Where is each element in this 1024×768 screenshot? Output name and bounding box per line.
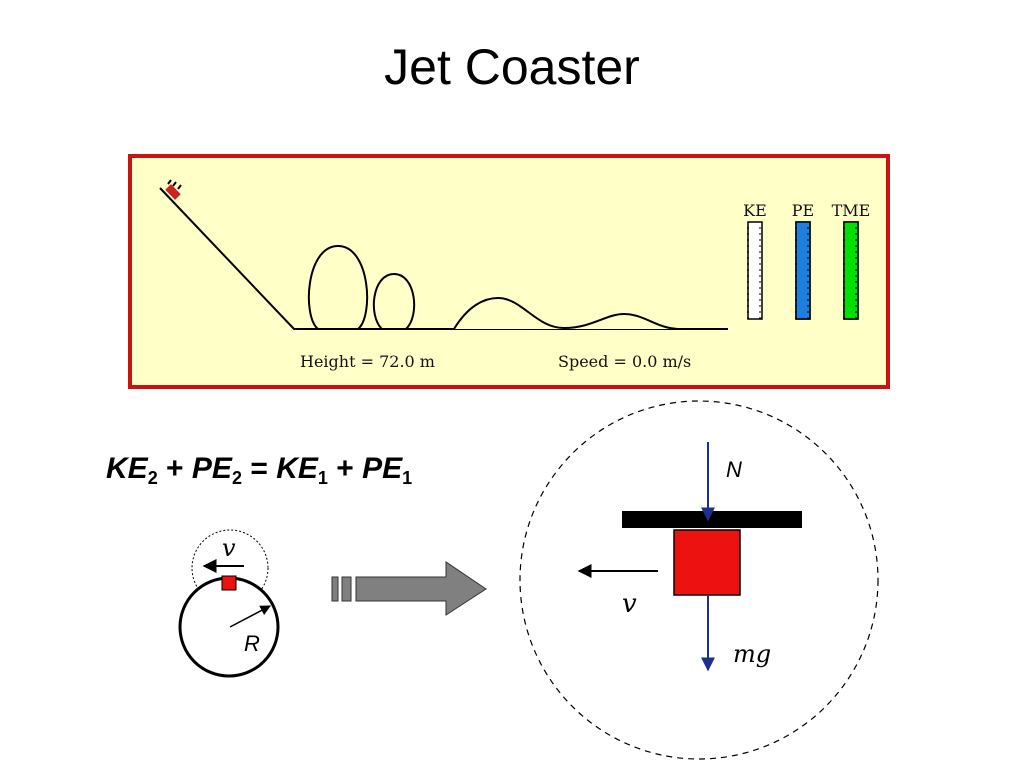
velocity-label: v bbox=[222, 534, 236, 562]
ke-term: KE bbox=[276, 452, 318, 485]
ke-subscript: 1 bbox=[317, 468, 328, 488]
radius-arrow bbox=[229, 605, 271, 628]
force-diagram: N v mg bbox=[519, 400, 879, 760]
track-loop-large bbox=[307, 244, 369, 330]
simulation-panel: Height = 72.0 m Speed = 0.0 m/s KE PE TME bbox=[128, 154, 890, 389]
energy-bars: KE PE TME bbox=[743, 201, 871, 320]
simulation-canvas: Height = 72.0 m Speed = 0.0 m/s KE PE TME bbox=[159, 179, 871, 371]
coaster-block bbox=[673, 529, 741, 596]
pe-subscript: 2 bbox=[231, 468, 242, 488]
coaster-car bbox=[165, 179, 182, 200]
pe-term: PE bbox=[191, 452, 232, 485]
plus-sign: + bbox=[336, 452, 354, 485]
track-hills bbox=[453, 296, 679, 330]
normal-force-label: N bbox=[726, 457, 742, 482]
equals-sign: = bbox=[250, 452, 268, 485]
velocity-label-large: v bbox=[622, 589, 637, 619]
ke-subscript: 2 bbox=[147, 468, 158, 488]
pe-term: PE bbox=[362, 452, 403, 485]
speed-readout: Speed = 0.0 m/s bbox=[558, 352, 691, 371]
energy-equation: KE2 + PE2 = KE1 + PE1 bbox=[106, 452, 412, 489]
plus-sign: + bbox=[166, 452, 184, 485]
weight-label: mg bbox=[733, 640, 771, 668]
zoom-arrow bbox=[331, 561, 487, 616]
loop-circle bbox=[178, 576, 280, 678]
bar-label-pe: PE bbox=[792, 201, 814, 220]
zoom-circle bbox=[191, 529, 269, 607]
bar-label-tme: TME bbox=[832, 201, 871, 220]
track-loop-small bbox=[372, 272, 416, 330]
coaster-track bbox=[159, 187, 728, 330]
zoom-circle-large bbox=[519, 400, 879, 760]
ke-term: KE bbox=[106, 452, 148, 485]
small-loop-diagram: v R bbox=[178, 529, 280, 678]
radius-label: R bbox=[244, 631, 260, 656]
bar-label-ke: KE bbox=[743, 201, 767, 220]
car-block bbox=[221, 575, 237, 591]
pe-subscript: 1 bbox=[402, 468, 413, 488]
track-segment bbox=[622, 511, 802, 528]
slide-title: Jet Coaster bbox=[384, 39, 640, 95]
height-readout: Height = 72.0 m bbox=[300, 352, 435, 371]
